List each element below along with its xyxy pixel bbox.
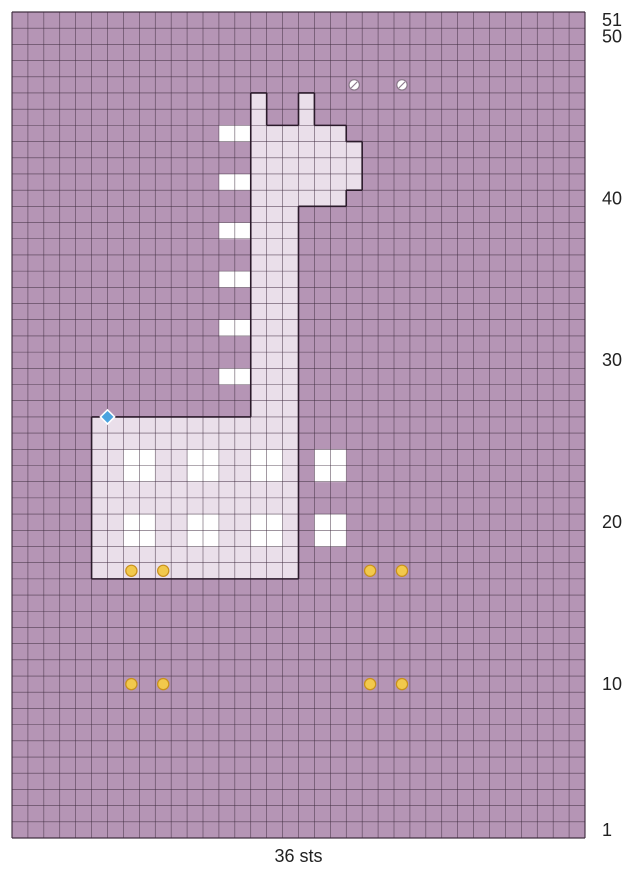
bobble-symbol [158,679,169,690]
stitch-count-label: 36 sts [274,846,322,865]
motif-neck [251,206,299,417]
bobble-symbol [126,679,137,690]
bobble-symbol [365,565,376,576]
ear-tip-symbol [349,80,359,90]
row-label-30: 30 [602,350,622,370]
row-label-50: 50 [602,26,622,46]
motif-muzzle [346,142,362,191]
row-label-1: 1 [602,820,612,840]
row-label-40: 40 [602,188,622,208]
ear-tip-symbol [397,80,407,90]
bobble-symbol [396,565,407,576]
bobble-symbol [126,565,137,576]
bobble-symbol [365,679,376,690]
bobble-symbol [396,679,407,690]
row-label-20: 20 [602,512,622,532]
bobble-symbol [158,565,169,576]
row-label-10: 10 [602,674,622,694]
